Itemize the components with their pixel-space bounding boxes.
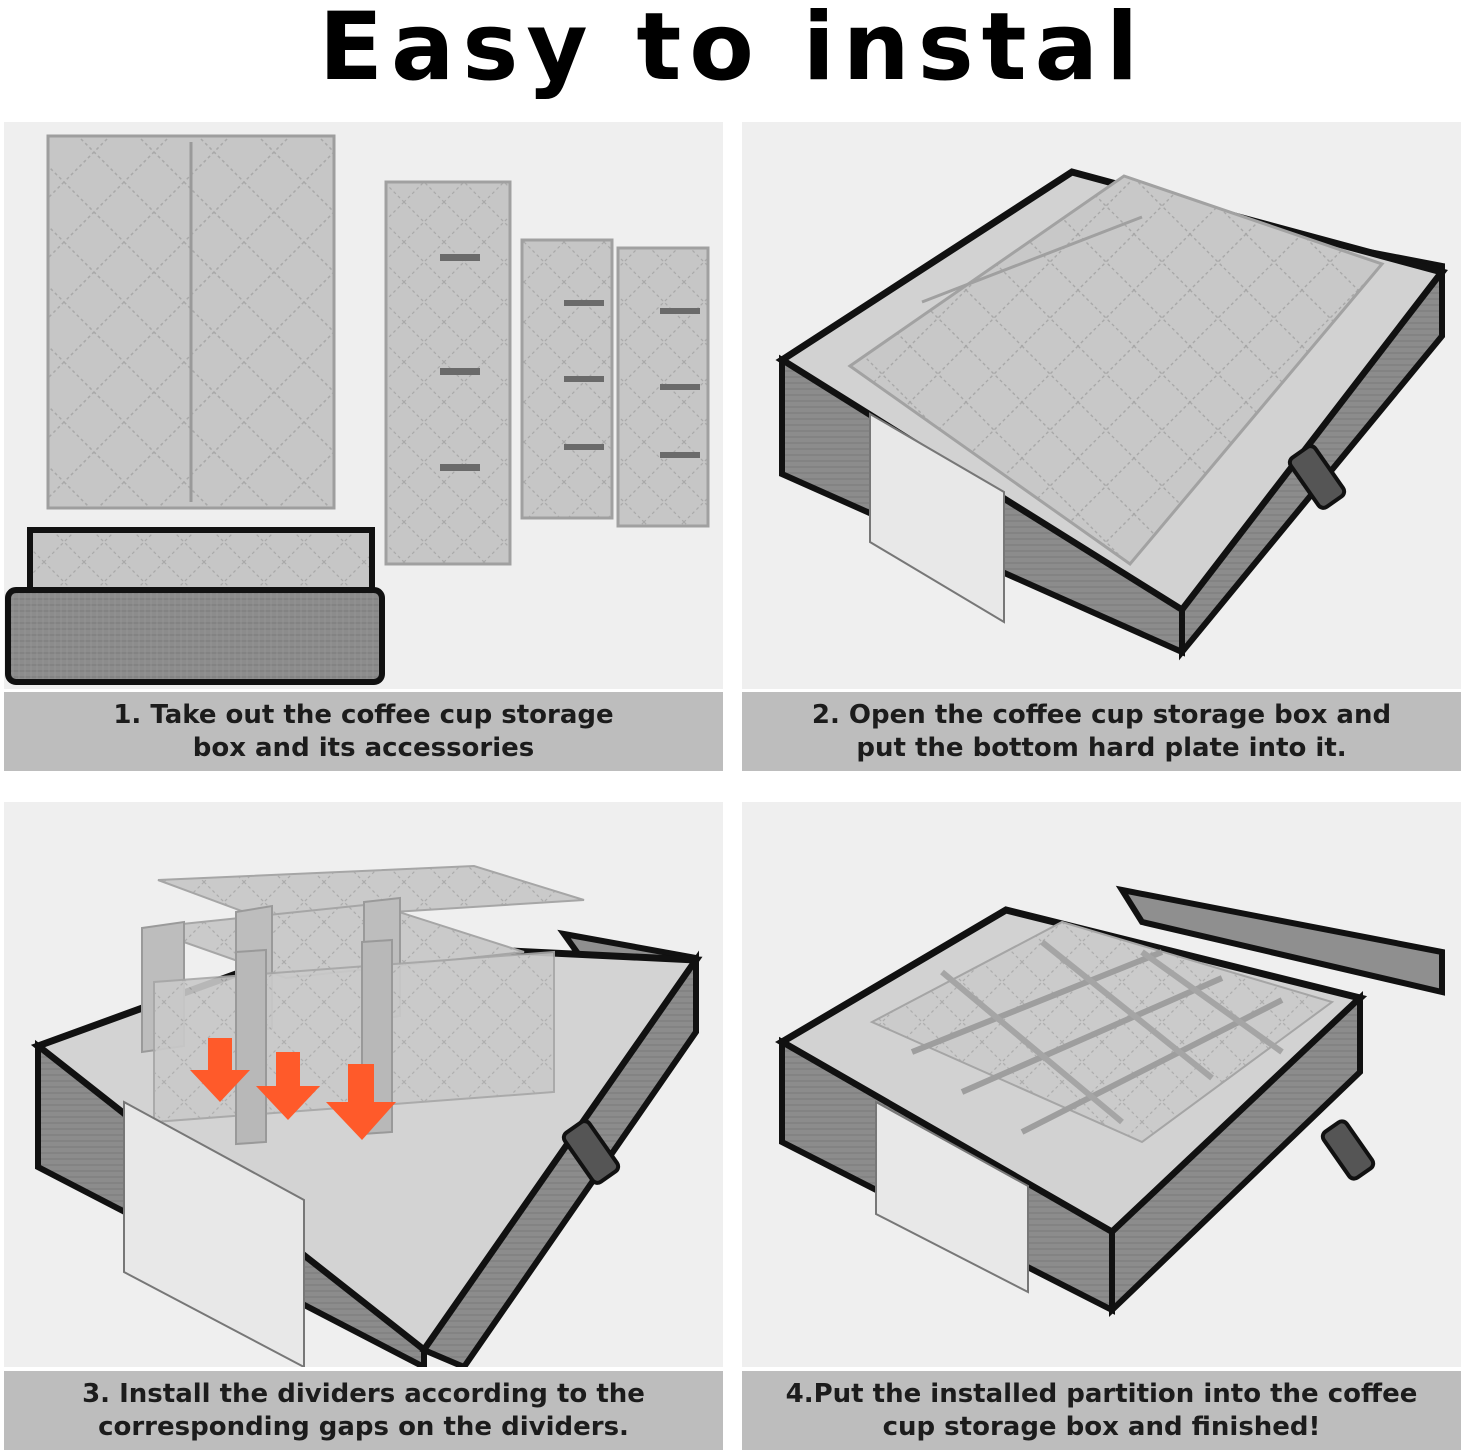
step-4-caption-text: 4.Put the installed partition into the c… [785, 1378, 1418, 1442]
step-3-illustration [30, 864, 703, 1367]
step-3-caption: 3. Install the dividers according to the… [4, 1371, 723, 1450]
step-3-caption-text: 3. Install the dividers according to the… [82, 1378, 645, 1442]
step-1-caption: 1. Take out the coffee cup storage box a… [4, 692, 723, 771]
arrow-down-icon [326, 1064, 396, 1140]
step-1-panel [4, 122, 723, 689]
step-3-panel [4, 802, 723, 1367]
step-2-caption-text: 2. Open the coffee cup storage box and p… [811, 699, 1392, 763]
step-4-illustration [775, 885, 1445, 1318]
step-2-caption: 2. Open the coffee cup storage box and p… [742, 692, 1461, 771]
arrow-down-icon [190, 1038, 250, 1102]
step-2-illustration [775, 168, 1448, 661]
step-2-panel [742, 122, 1461, 689]
step-4-caption: 4.Put the installed partition into the c… [742, 1371, 1461, 1450]
step-1-caption-text: 1. Take out the coffee cup storage box a… [113, 699, 614, 763]
arrow-down-icon [256, 1052, 320, 1120]
page-title: Easy to instal [318, 0, 1147, 102]
step-4-panel [742, 802, 1461, 1367]
step-1-illustration [5, 134, 710, 685]
